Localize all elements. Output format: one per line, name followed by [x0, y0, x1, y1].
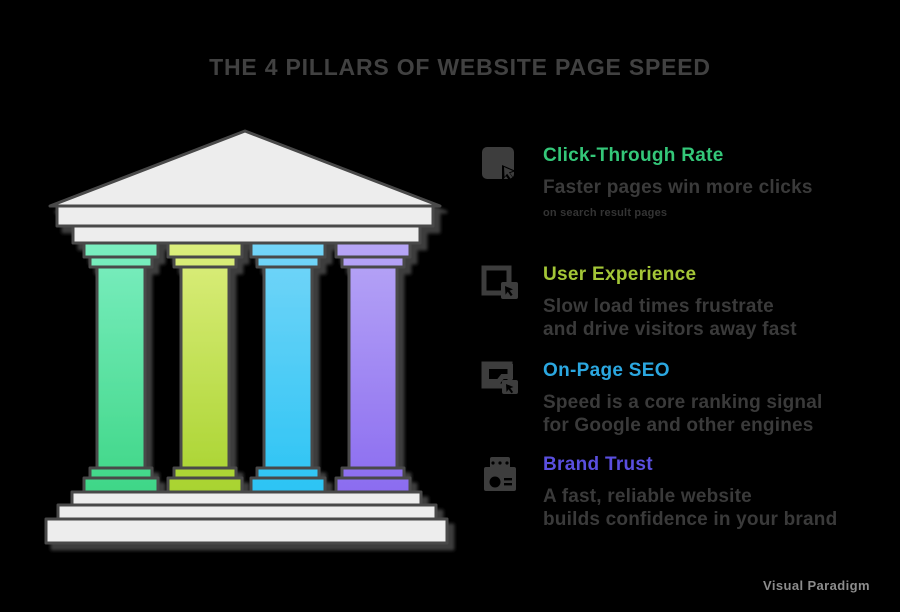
- pillar-on-page-seo: [249, 241, 327, 494]
- list-item-user-experience: User Experience Slow load times frustrat…: [478, 262, 878, 341]
- item-body: Faster pages win more clicks on search r…: [543, 176, 813, 225]
- item-heading: Click-Through Rate: [543, 145, 724, 166]
- item-heading: On-Page SEO: [543, 360, 670, 381]
- item-body: Slow load times frustrate and drive visi…: [543, 296, 797, 340]
- pillar-brand-trust: [334, 241, 412, 494]
- list-item-on-page-seo: On-Page SEO Speed is a core ranking sign…: [478, 358, 878, 437]
- temple-steps: [44, 490, 449, 545]
- item-note: on search result pages: [543, 207, 668, 219]
- watermark: Visual Paradigm: [763, 578, 870, 593]
- page-title: THE 4 PILLARS OF WEBSITE PAGE SPEED: [209, 54, 711, 80]
- temple-pediment: [48, 129, 442, 245]
- item-heading: User Experience: [543, 264, 697, 285]
- list-item-brand-trust: Brand Trust A fast, reliable website bui…: [478, 452, 878, 531]
- list-item-click-through-rate: Click-Through Rate Faster pages win more…: [478, 143, 878, 225]
- click-cursor-icon: [482, 147, 516, 183]
- item-heading: Brand Trust: [543, 454, 653, 475]
- page-cursor-icon: [481, 361, 518, 394]
- item-body: A fast, reliable website builds confiden…: [543, 486, 838, 530]
- item-body: Speed is a core ranking signal for Googl…: [543, 392, 823, 436]
- pillar-click-through-rate: [82, 241, 160, 494]
- browser-cursor-icon: [481, 265, 518, 299]
- pillar-user-experience: [166, 241, 244, 494]
- trust-badge-icon: [484, 457, 516, 491]
